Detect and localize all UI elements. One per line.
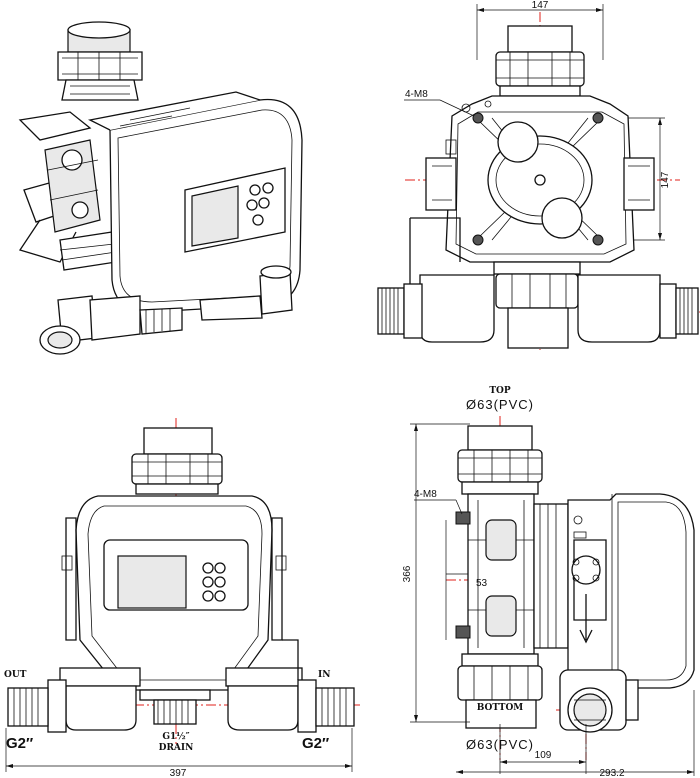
front-width-label: 397 — [170, 768, 187, 778]
front-in-label: IN — [318, 670, 330, 680]
back-width-label: 147 — [532, 0, 549, 11]
front-thread-right: G2″ — [302, 735, 329, 752]
back-view: 147 147 4-M8 — [377, 0, 700, 350]
isometric-view — [18, 21, 303, 355]
side-view: TOP Ø63(PVC) BOTTOM Ø63 — [402, 386, 695, 778]
side-depth-label: 53 — [476, 578, 488, 589]
side-top-pipe: Ø63(PVC) — [466, 397, 534, 412]
side-bottom-label: BOTTOM — [477, 703, 524, 713]
front-out-label: OUT — [4, 670, 27, 680]
back-height-label: 147 — [660, 171, 671, 188]
front-drain-label: DRAIN — [159, 743, 194, 753]
front-drain-thread: G1½″ — [162, 731, 189, 742]
side-bolt-label: 4-M8 — [414, 489, 437, 500]
side-overall-label: 293.2 — [599, 768, 624, 778]
side-bottom-pipe: Ø63(PVC) — [466, 737, 534, 752]
back-bolt-label: 4-M8 — [405, 89, 428, 100]
side-offset-label: 109 — [535, 750, 552, 761]
front-view: OUT IN G2″ G2″ G1½″ DRAIN 397 — [4, 418, 360, 778]
side-height-label: 366 — [402, 565, 413, 582]
side-top-label: TOP — [489, 386, 511, 396]
front-thread-left: G2″ — [6, 735, 33, 752]
